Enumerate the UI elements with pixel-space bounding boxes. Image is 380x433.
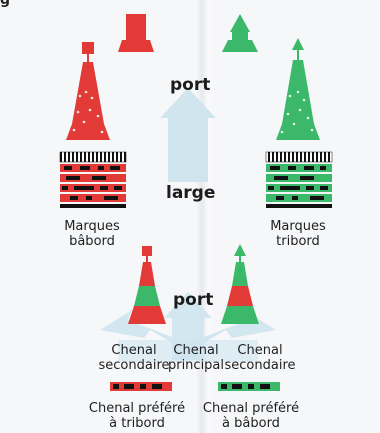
preferred-starboard-caption: Chenal préféré à tribord bbox=[82, 401, 192, 431]
preferred-starboard-buoy bbox=[128, 246, 166, 324]
port-label-top: port bbox=[170, 75, 210, 95]
port-light-pattern bbox=[60, 152, 126, 208]
port-arrow-top bbox=[160, 88, 216, 182]
starboard-marks-caption: Marques tribord bbox=[258, 219, 338, 249]
preferred-port-light-strip bbox=[218, 382, 280, 391]
green-lateral-buoy bbox=[276, 38, 320, 140]
port-label-bottom: port bbox=[173, 290, 213, 310]
preferred-starboard-light-strip bbox=[110, 382, 172, 391]
top-red-can-buoy bbox=[118, 14, 154, 52]
port-marks-caption: Marques bâbord bbox=[52, 219, 132, 249]
secondary-channel-right-caption: Chenal secondaire bbox=[218, 343, 302, 373]
preferred-port-caption: Chenal préféré à bâbord bbox=[196, 401, 306, 431]
starboard-light-pattern bbox=[266, 152, 332, 208]
red-lateral-buoy bbox=[66, 42, 110, 140]
top-green-cone-buoy bbox=[222, 14, 258, 52]
large-label: large bbox=[166, 183, 215, 203]
preferred-port-buoy bbox=[221, 244, 259, 324]
